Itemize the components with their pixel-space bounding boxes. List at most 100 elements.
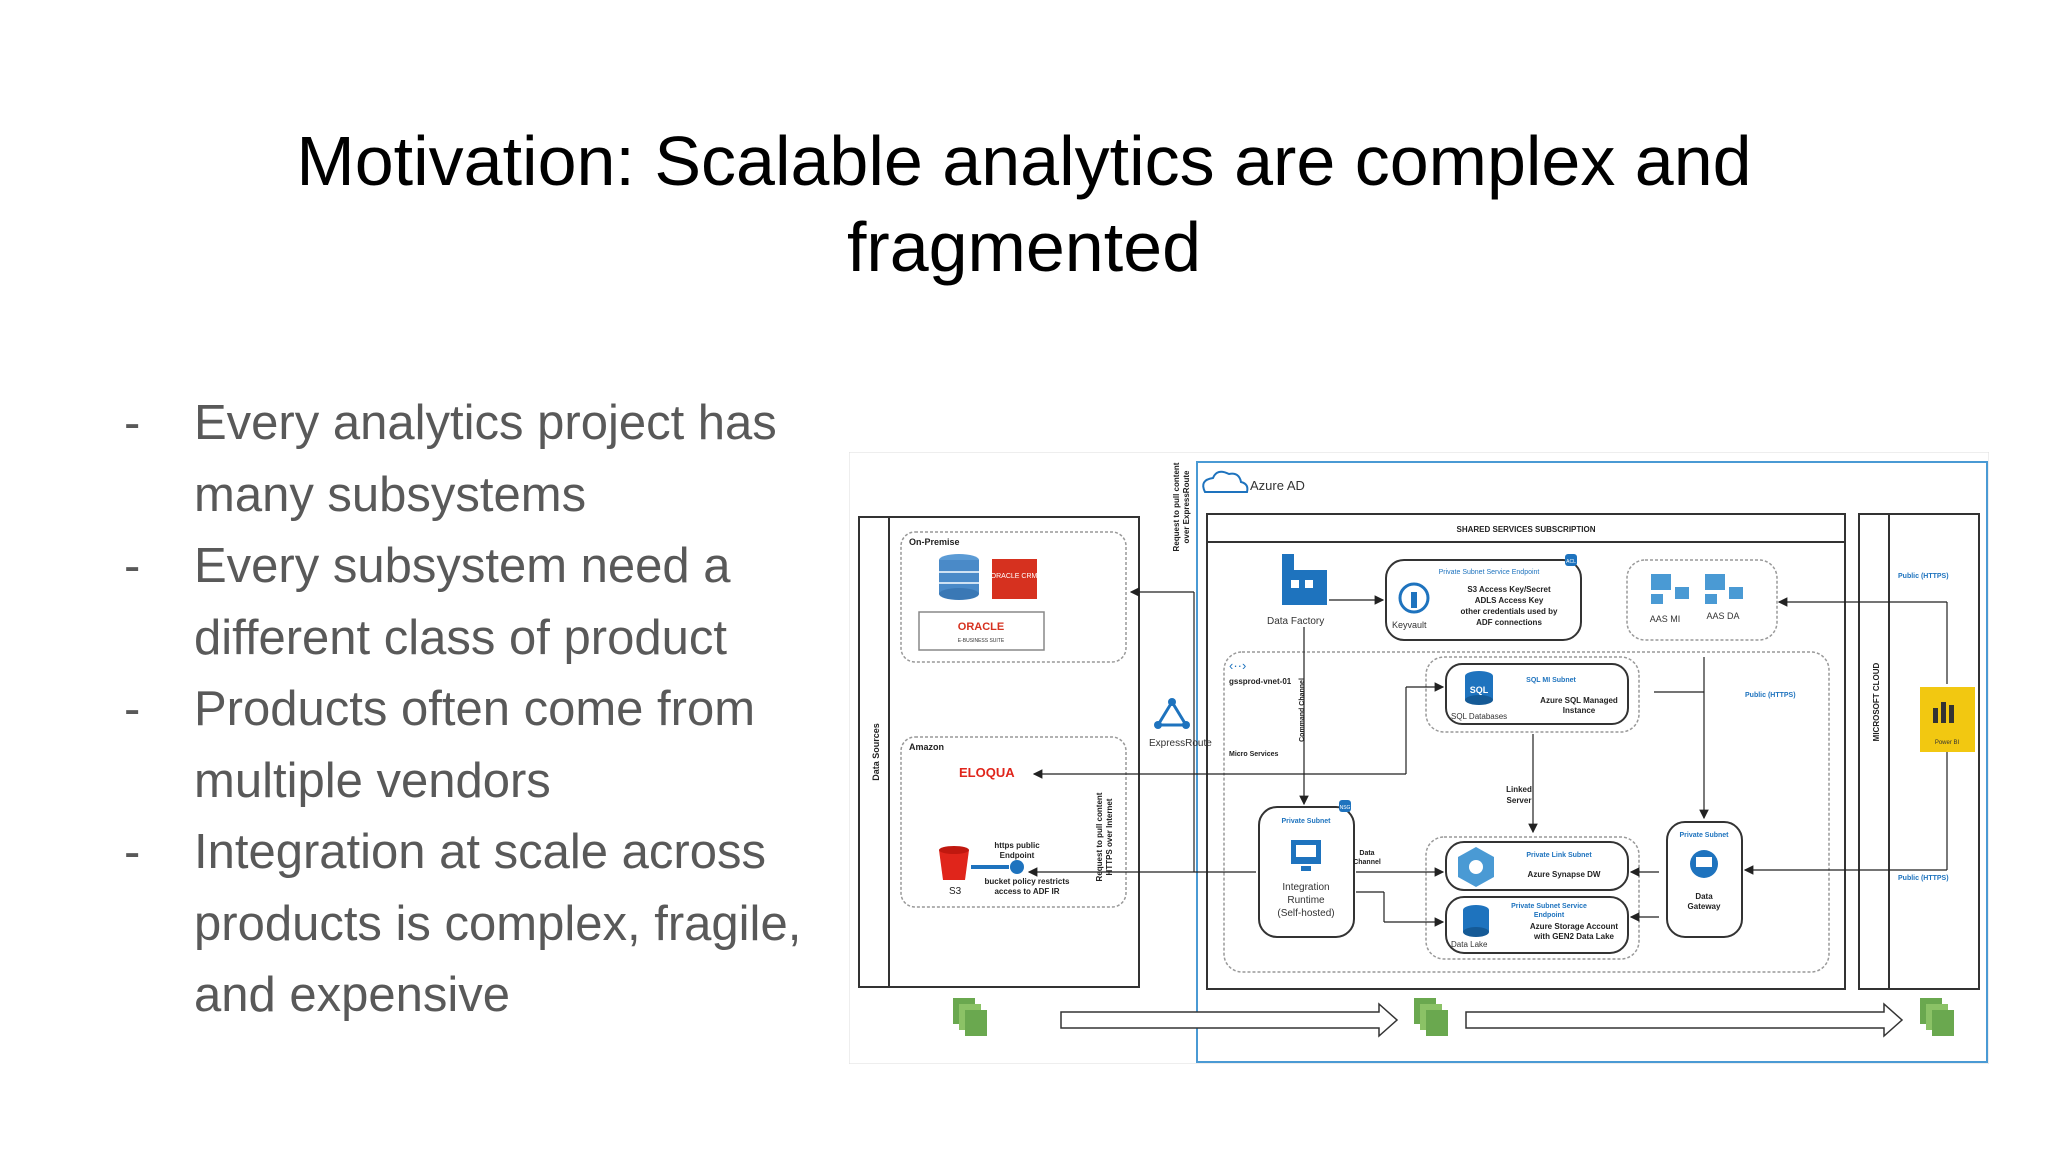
svg-text:Private Subnet: Private Subnet <box>1679 832 1729 839</box>
oracle-ebs-box <box>918 611 1045 651</box>
slide-title: Motivation: Scalable analytics are compl… <box>0 118 2048 290</box>
svg-text:Public (HTTPS): Public (HTTPS) <box>1745 692 1796 699</box>
svg-text:HTTPS over Internet: HTTPS over Internet <box>1105 798 1114 875</box>
azure-ad-label: Azure AD <box>1250 478 1305 493</box>
flow-arrow <box>1060 1002 1399 1038</box>
svg-text:Amazon: Amazon <box>909 742 944 752</box>
endpoint-icon <box>1010 860 1024 874</box>
power-bi-logo <box>1920 687 1975 752</box>
shared-services-frame <box>1206 513 1846 990</box>
svg-text:Azure Storage Account: Azure Storage Account <box>1530 922 1618 931</box>
svg-text:SQL Databases: SQL Databases <box>1451 712 1507 721</box>
flow-arrow <box>1465 1002 1904 1038</box>
microsoft-cloud-frame <box>1858 513 1980 990</box>
svg-text:ExpressRoute: ExpressRoute <box>1149 738 1212 749</box>
data-sources-frame <box>858 516 1140 988</box>
bullet-list: -Every analytics project has many subsys… <box>118 388 838 1032</box>
svg-text:ADLS Access Key: ADLS Access Key <box>1475 596 1544 605</box>
documents-icon <box>953 998 987 1036</box>
svg-text:Private Subnet: Private Subnet <box>1281 818 1331 825</box>
architecture-diagram: Azure AD Data Sources On-Premise ORACLE … <box>849 452 1989 1064</box>
keyvault-icon <box>1398 582 1430 614</box>
svg-text:Command Channel: Command Channel <box>1299 678 1306 742</box>
svg-text:Micro Services: Micro Services <box>1229 751 1279 758</box>
synapse-box <box>1445 841 1629 891</box>
bullet-item: -Every analytics project has many subsys… <box>124 396 777 522</box>
data-lake-box <box>1445 896 1629 954</box>
integration-runtime-box <box>1258 806 1355 938</box>
expressroute-icon <box>1154 698 1190 729</box>
data-gateway-box <box>1666 821 1743 938</box>
svg-text:MICROSOFT CLOUD: MICROSOFT CLOUD <box>1872 662 1881 741</box>
svg-text:Channel: Channel <box>1353 859 1381 866</box>
svg-text:Power BI: Power BI <box>1935 740 1960 746</box>
svg-text:Instance: Instance <box>1563 706 1596 715</box>
sql-mi-box <box>1445 663 1629 725</box>
svg-text:ORACLE: ORACLE <box>958 621 1004 633</box>
svg-text:Public (HTTPS): Public (HTTPS) <box>1898 573 1949 580</box>
svg-text:Linked: Linked <box>1506 785 1532 794</box>
svg-text:SHARED SERVICES SUBSCRIPTION: SHARED SERVICES SUBSCRIPTION <box>1457 525 1596 534</box>
svg-text:Request to pull content: Request to pull content <box>1172 462 1181 551</box>
svg-text:Server: Server <box>1507 796 1532 805</box>
database-icon <box>939 554 979 600</box>
svg-text:Data Lake: Data Lake <box>1451 940 1488 949</box>
svg-text:bucket policy restricts: bucket policy restricts <box>985 877 1070 886</box>
svg-text:ACL: ACL <box>1566 559 1576 565</box>
title-line-2: fragmented <box>846 208 1202 286</box>
svg-text:Keyvault: Keyvault <box>1392 620 1427 630</box>
on-premise-group <box>900 531 1127 663</box>
analysis-services-icon <box>1651 574 1743 604</box>
svg-text:Runtime: Runtime <box>1287 895 1325 906</box>
svg-text:Data Factory: Data Factory <box>1267 616 1324 627</box>
svg-text:Integration: Integration <box>1282 882 1329 893</box>
svg-text:Private Link Subnet: Private Link Subnet <box>1526 852 1592 859</box>
svg-text:‹··›: ‹··› <box>1229 658 1246 673</box>
documents-icon <box>1920 998 1954 1036</box>
svg-text:other credentials used by: other credentials used by <box>1461 607 1558 616</box>
svg-text:over ExpressRoute: over ExpressRoute <box>1182 470 1191 543</box>
svg-text:AAS MI: AAS MI <box>1650 614 1681 624</box>
svg-text:Data: Data <box>1695 892 1713 901</box>
svg-text:Private Subnet Service: Private Subnet Service <box>1511 903 1587 910</box>
eloqua-logo: ELOQUA <box>959 765 1015 780</box>
svg-text:S3: S3 <box>949 886 962 897</box>
azure-ad-frame <box>1196 461 1988 1063</box>
bullet-item: -Every subsystem need a different class … <box>124 539 731 665</box>
svg-text:Azure Synapse DW: Azure Synapse DW <box>1528 870 1601 879</box>
bullet-item: -Products often come from multiple vendo… <box>124 682 756 808</box>
svg-text:Endpoint: Endpoint <box>1000 851 1035 860</box>
svg-text:E-BUSINESS SUITE: E-BUSINESS SUITE <box>958 638 1005 644</box>
svg-text:Data: Data <box>1359 850 1374 857</box>
svg-text:On-Premise: On-Premise <box>909 537 960 547</box>
svg-text:AAS DA: AAS DA <box>1706 611 1739 621</box>
svg-text:Azure SQL Managed: Azure SQL Managed <box>1540 696 1618 705</box>
cloud-icon <box>1202 470 1249 493</box>
svg-text:ADF connections: ADF connections <box>1476 618 1542 627</box>
documents-icon <box>1414 998 1448 1036</box>
svg-text:SQL: SQL <box>1470 685 1489 695</box>
aas-box <box>1626 559 1778 641</box>
svg-text:S3 Access Key/Secret: S3 Access Key/Secret <box>1467 585 1551 594</box>
svg-text:SQL MI Subnet: SQL MI Subnet <box>1526 677 1576 684</box>
s3-bucket-icon <box>939 846 969 880</box>
keyvault-box <box>1385 559 1582 641</box>
svg-text:Endpoint: Endpoint <box>1534 912 1565 919</box>
svg-text:ORACLE CRM: ORACLE CRM <box>991 573 1038 580</box>
bullet-item: -Integration at scale across products is… <box>124 825 802 1022</box>
svg-text:(Self-hosted): (Self-hosted) <box>1277 908 1334 919</box>
svg-text:Public (HTTPS): Public (HTTPS) <box>1898 875 1949 882</box>
sql-icon <box>1465 671 1493 705</box>
svg-text:Request to pull content: Request to pull content <box>1095 792 1104 881</box>
gateway-icon <box>1690 850 1718 878</box>
svg-text:NSG: NSG <box>1340 805 1351 811</box>
storage-icon <box>1463 905 1489 937</box>
data-sources-label: Data Sources <box>871 723 881 781</box>
oracle-crm-logo <box>992 559 1037 599</box>
svg-text:gssprod-vnet-01: gssprod-vnet-01 <box>1229 677 1292 686</box>
svg-text:Private Subnet Service Endpoin: Private Subnet Service Endpoint <box>1439 569 1540 576</box>
svg-text:access to ADF IR: access to ADF IR <box>994 887 1059 896</box>
title-line-1: Motivation: Scalable analytics are compl… <box>296 122 1752 200</box>
data-factory-icon <box>1282 554 1327 605</box>
